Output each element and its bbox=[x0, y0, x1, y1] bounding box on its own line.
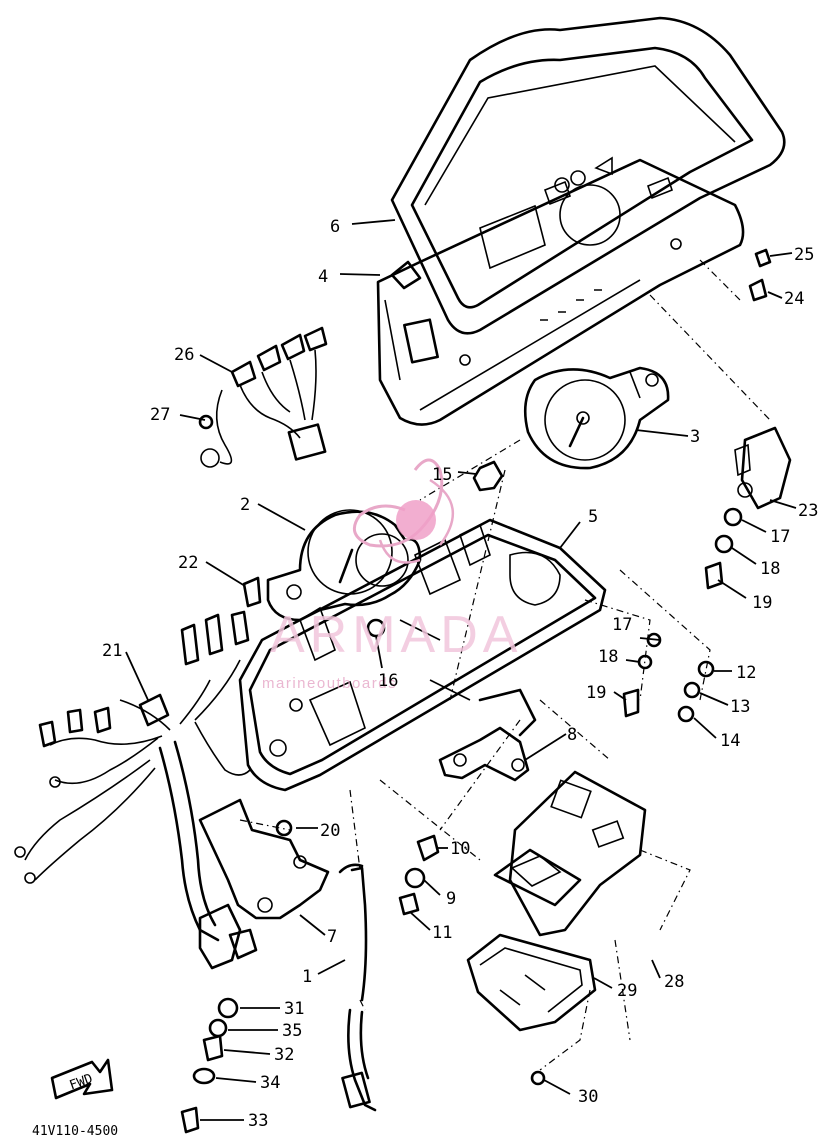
callout-13: 13 bbox=[730, 697, 750, 717]
callout-1: 1 bbox=[302, 967, 312, 987]
watermark-brand: ARMADA bbox=[270, 606, 522, 664]
speedometer-cable-part-1[interactable] bbox=[338, 863, 377, 1112]
callout-19-right: 19 bbox=[752, 593, 772, 613]
callout-18-left: 18 bbox=[598, 647, 618, 667]
callout-17-right: 17 bbox=[770, 527, 790, 547]
callout-27: 27 bbox=[150, 405, 170, 425]
front-direction-arrow: FWD bbox=[50, 1058, 114, 1100]
callout-17-left: 17 bbox=[612, 615, 632, 635]
callout-7: 7 bbox=[327, 927, 337, 947]
callout-20: 20 bbox=[320, 821, 340, 841]
callout-35: 35 bbox=[282, 1021, 302, 1041]
callout-26: 26 bbox=[174, 345, 194, 365]
indicator-housing-part-28[interactable] bbox=[493, 770, 647, 937]
callout-14: 14 bbox=[720, 731, 740, 751]
callout-33: 33 bbox=[248, 1111, 268, 1131]
callout-34: 34 bbox=[260, 1073, 280, 1093]
bracket-part-8[interactable] bbox=[438, 688, 537, 782]
diagram-code: 41V110-4500 bbox=[32, 1124, 118, 1139]
meter-cover-part-6[interactable] bbox=[390, 16, 786, 335]
callout-11: 11 bbox=[432, 923, 452, 943]
switch-part-23[interactable] bbox=[734, 426, 792, 510]
tachometer-part-3[interactable] bbox=[523, 366, 670, 470]
watermark-logo: ARMADA marineoutboards bbox=[262, 458, 522, 692]
callout-3: 3 bbox=[690, 427, 700, 447]
callout-21: 21 bbox=[102, 641, 122, 661]
reference-lines bbox=[239, 259, 771, 1071]
callout-10: 10 bbox=[450, 839, 470, 859]
hardware-parts bbox=[180, 248, 772, 1134]
meter-housing-part-4[interactable] bbox=[376, 156, 745, 426]
watermark-tagline: marineoutboards bbox=[262, 675, 397, 692]
wire-harness-part-21[interactable] bbox=[14, 610, 258, 970]
callout-24: 24 bbox=[784, 289, 804, 309]
bracket-part-7[interactable] bbox=[198, 798, 330, 920]
callout-5: 5 bbox=[588, 507, 598, 527]
callout-19-left: 19 bbox=[586, 683, 606, 703]
callout-9: 9 bbox=[446, 889, 456, 909]
callout-25: 25 bbox=[794, 245, 814, 265]
callout-30: 30 bbox=[578, 1087, 598, 1107]
callout-28: 28 bbox=[664, 972, 684, 992]
callout-32: 32 bbox=[274, 1045, 294, 1065]
callout-29: 29 bbox=[617, 981, 637, 1001]
wire-harness-part-26[interactable] bbox=[200, 326, 328, 468]
front-arrow-label: FWD bbox=[68, 1071, 95, 1093]
callout-18-right: 18 bbox=[760, 559, 780, 579]
callout-8: 8 bbox=[567, 725, 577, 745]
leader-lines bbox=[125, 219, 797, 1121]
callout-16: 16 bbox=[378, 671, 398, 691]
callout-6: 6 bbox=[330, 217, 340, 237]
callout-22: 22 bbox=[178, 553, 198, 573]
callout-4: 4 bbox=[318, 267, 328, 287]
callout-12: 12 bbox=[736, 663, 756, 683]
callouts: 6 4 26 27 15 2 22 21 16 3 5 8 20 7 10 9 … bbox=[102, 217, 818, 1131]
indicator-board-part-29[interactable] bbox=[466, 933, 597, 1032]
callout-23: 23 bbox=[798, 501, 818, 521]
callout-2: 2 bbox=[240, 495, 250, 515]
callout-31: 31 bbox=[284, 999, 304, 1019]
callout-15: 15 bbox=[432, 465, 452, 485]
